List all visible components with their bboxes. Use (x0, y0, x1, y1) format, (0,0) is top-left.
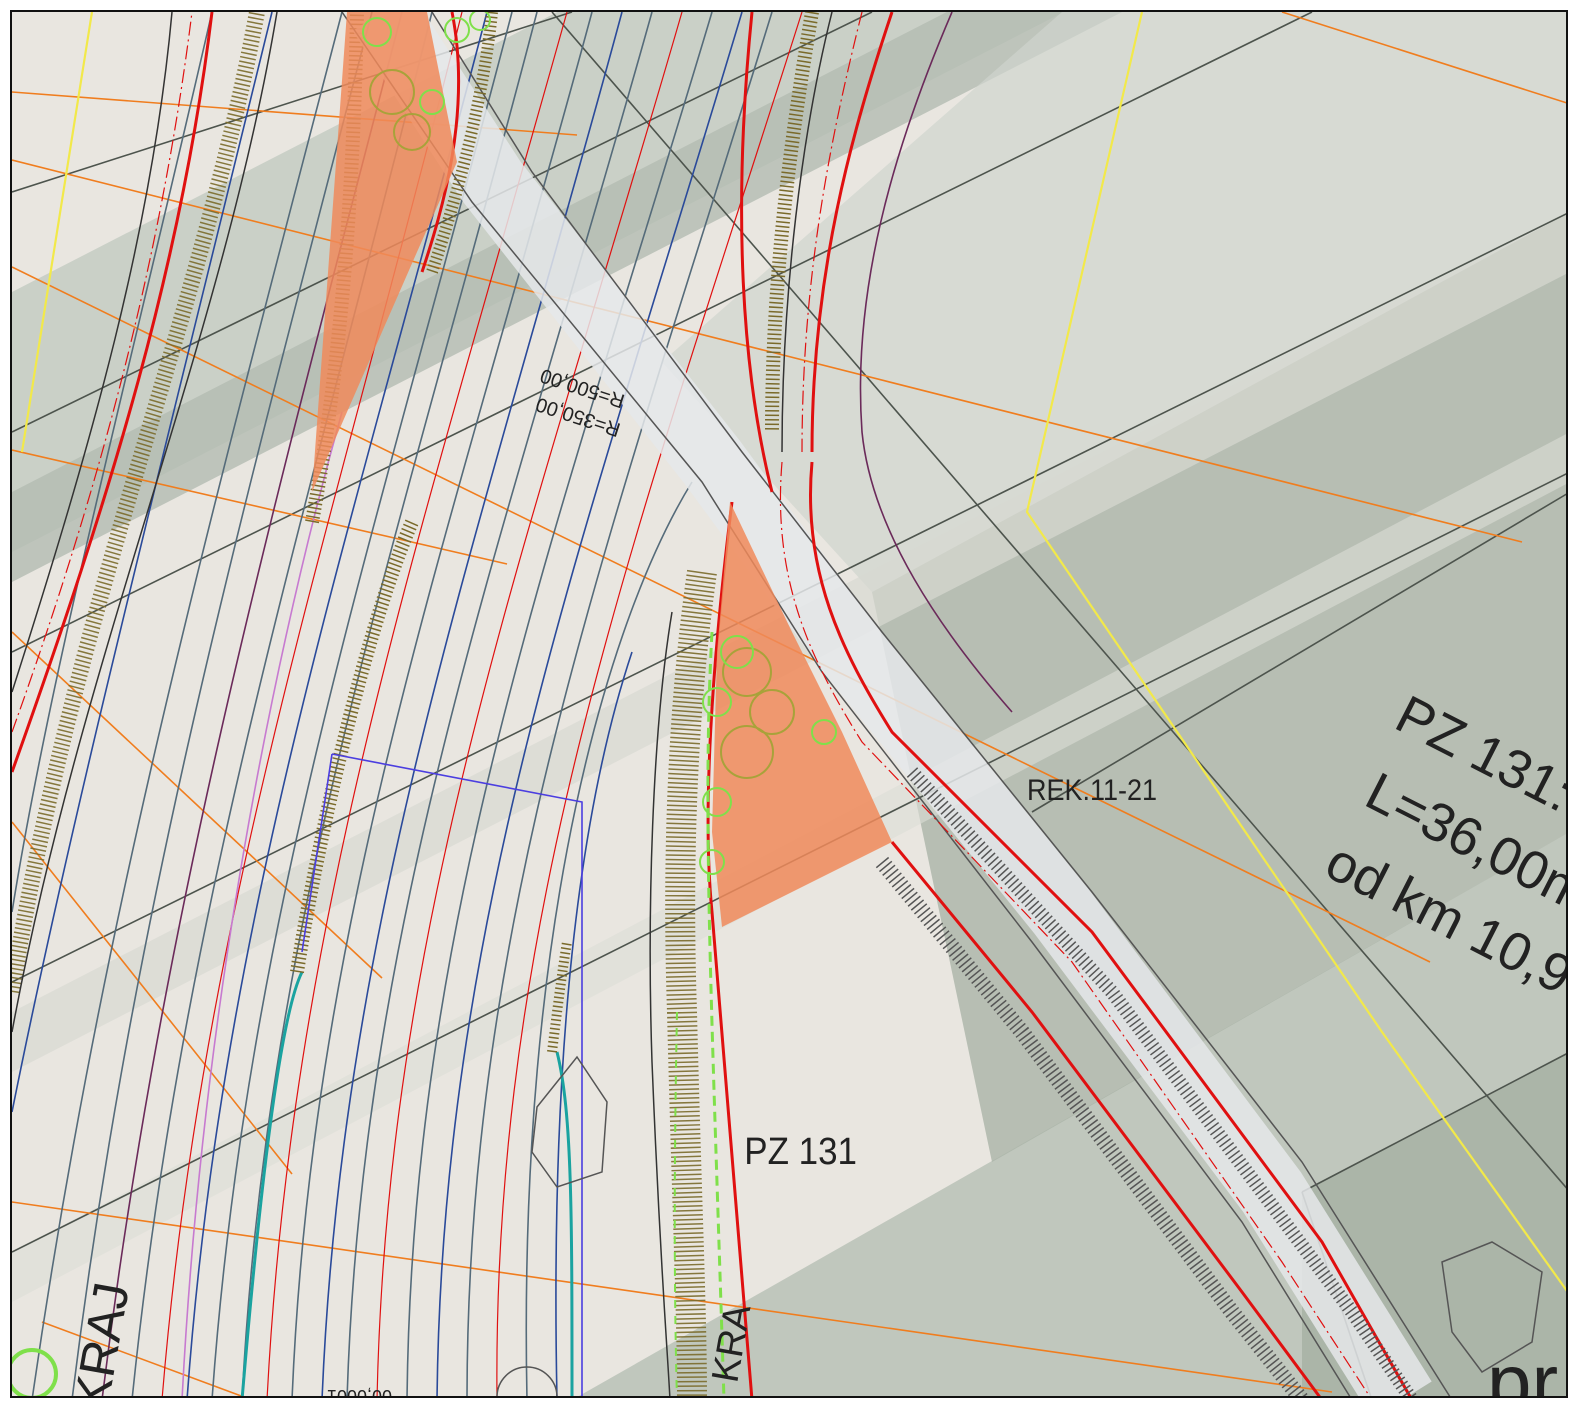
orange-areas (312, 12, 892, 927)
tree-symbols (12, 12, 837, 1396)
hexagon-symbol (531, 1055, 1543, 1373)
pz131-road (649, 501, 754, 1396)
yellow-boundary (20, 12, 1566, 1292)
main-road (341, 12, 1451, 1396)
pz131-small-label: PZ 131 (744, 1130, 857, 1173)
rek-label: REK.11-21 (1027, 774, 1157, 808)
map-canvas[interactable]: PZ 131 REK.11-21 PZ 131: L=36,00m od km … (12, 12, 1568, 1398)
bottom-small-label: 00,0001 (327, 1386, 392, 1398)
map-frame: PZ 131 REK.11-21 PZ 131: L=36,00m od km … (10, 10, 1568, 1398)
utility-curves (12, 12, 803, 1396)
blue-outline (301, 753, 583, 1396)
orange-area-middle (712, 502, 892, 927)
pr-label: pr (1487, 1338, 1558, 1398)
orange-area-top (312, 12, 457, 492)
